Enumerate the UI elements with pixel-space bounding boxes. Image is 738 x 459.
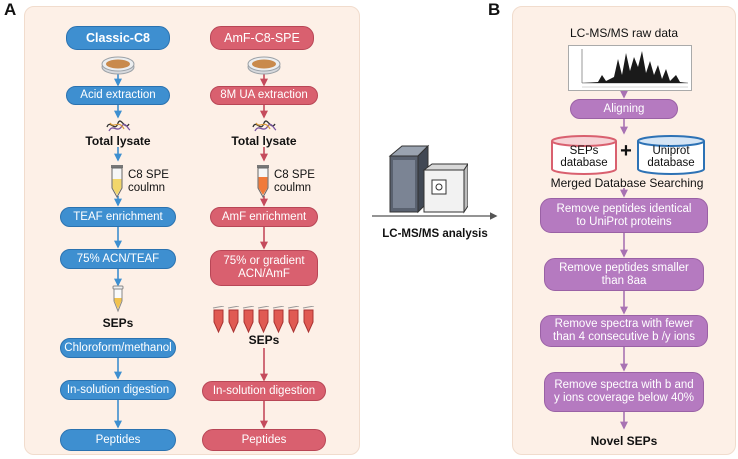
chromatogram-thumbnail [568, 45, 692, 91]
lc-ms-ms-analysis-label: LC-MS/MS analysis [382, 228, 488, 240]
petri-dish-icon [247, 56, 281, 75]
amf-enrichment-step: AmF enrichment [210, 207, 318, 227]
amf-in-solution-digestion-step: In-solution digestion [202, 381, 326, 401]
amf-peptides-step: Peptides [202, 429, 326, 451]
raw-data-title: LC-MS/MS raw data [569, 26, 679, 40]
petri-dish-icon [101, 56, 135, 75]
classic-75-acn-teaf-step: 75% ACN/TEAF [60, 249, 176, 269]
classic-c8-column-label: C8 SPE coulmn [128, 169, 169, 194]
fraction-tube-row-icon [212, 305, 315, 334]
amf-c8-column-label: C8 SPE coulmn [274, 169, 315, 194]
filter-step-ion-coverage: Remove spectra with b and y ions coverag… [544, 372, 704, 412]
filter-step-smaller-than-8aa: Remove peptides smaller than 8aa [544, 258, 704, 291]
lysate-icon [252, 120, 277, 132]
c8-spe-column-icon [111, 165, 123, 199]
novel-seps-label: Novel SEPs [590, 434, 658, 448]
fraction-tubes [210, 305, 320, 334]
panel-b-letter: B [488, 0, 501, 19]
seps-database-label: SEPs database [560, 145, 608, 169]
classic-total-lysate-label: Total lysate [85, 134, 151, 148]
amf-total-lysate-label: Total lysate [231, 134, 297, 148]
lysate-icon [106, 120, 131, 132]
filter-step-consecutive-ions: Remove spectra with fewer than 4 consecu… [540, 315, 708, 347]
uniprot-database-icon [637, 135, 705, 175]
classic-in-solution-digestion-step: In-solution digestion [60, 380, 176, 400]
amf-seps-label: SEPs [248, 333, 280, 347]
plus-sign: + [620, 140, 632, 162]
panel-a-letter: A [4, 0, 17, 19]
classic-acid-extraction-step: Acid extraction [66, 86, 170, 105]
amf-75-gradient-acn-amf-step: 75% or gradient ACN/AmF [210, 250, 318, 286]
seps-database-icon [551, 135, 617, 175]
classic-c8-header: Classic-C8 [66, 26, 170, 50]
classic-teaf-enrichment-step: TEAF enrichment [60, 207, 176, 227]
classic-seps-label: SEPs [102, 316, 134, 330]
amf-8m-ua-extraction-step: 8M UA extraction [210, 86, 318, 105]
c8-spe-column-icon [257, 165, 269, 199]
aligning-step: Aligning [570, 99, 678, 119]
filter-step-identical-uniprot: Remove peptides identical to UniProt pro… [540, 198, 708, 233]
amf-c8-spe-header: AmF-C8-SPE [210, 26, 314, 50]
classic-peptides-step: Peptides [60, 429, 176, 451]
classic-chloroform-methanol-step: Chloroform/methanol [60, 338, 176, 358]
sep-tube-icon [112, 285, 124, 313]
mass-spectrometer-icon [388, 144, 468, 214]
merged-database-searching-label: Merged Database Searching [550, 176, 704, 190]
uniprot-database-label: Uniprot database [647, 145, 695, 169]
